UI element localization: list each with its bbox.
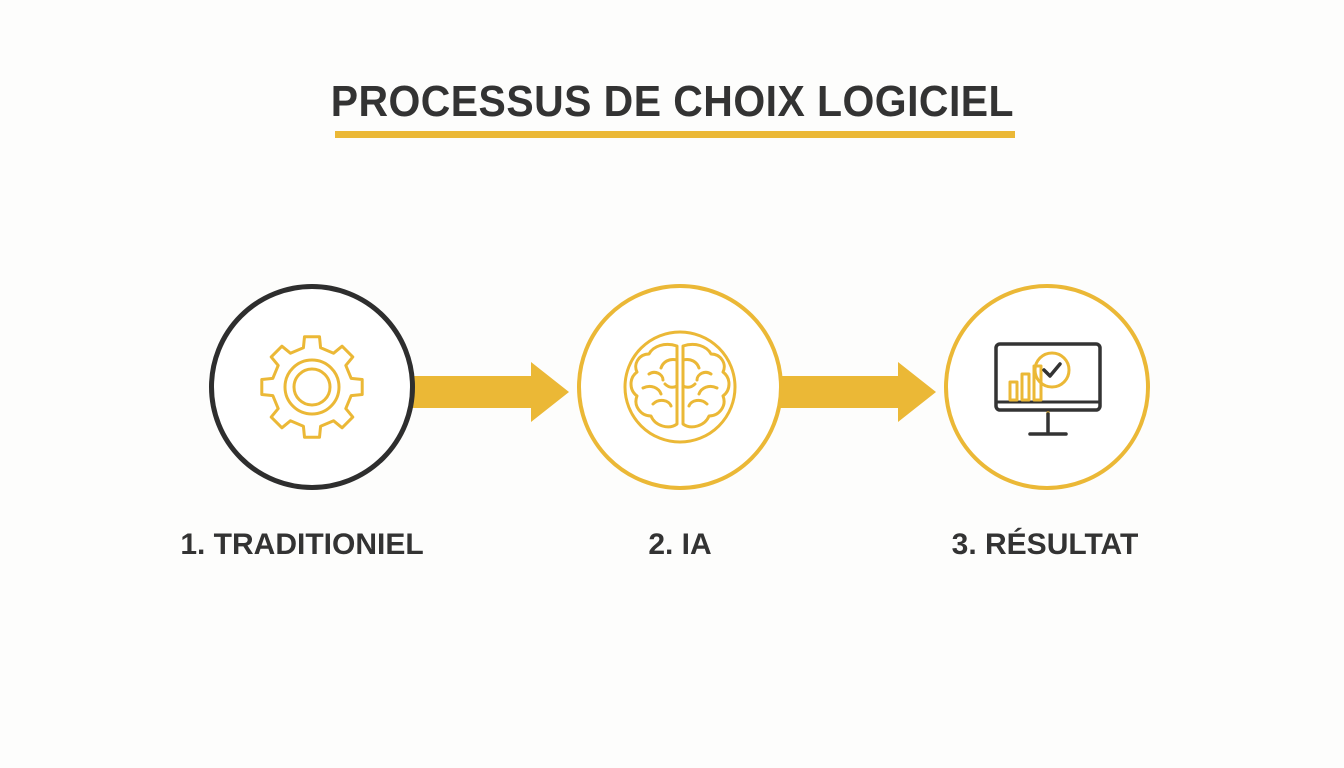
step-3-node — [944, 284, 1150, 490]
step-2-node — [577, 284, 783, 490]
diagram-title: PROCESSUS DE CHOIX LOGICIEL — [330, 77, 1014, 126]
gear-icon — [260, 335, 364, 439]
step-1-label: 1. TRADITIONIEL — [180, 528, 424, 561]
step-1-node — [209, 284, 415, 490]
title-underline — [335, 131, 1015, 138]
monitor-check-icon — [994, 342, 1102, 436]
title-container: PROCESSUS DE CHOIX LOGICIEL — [0, 80, 1344, 124]
arrow-1-to-2 — [405, 362, 569, 422]
arrow-2-to-3 — [772, 362, 936, 422]
step-3-label: 3. RÉSULTAT — [951, 528, 1139, 561]
step-2-label: 2. IA — [648, 528, 712, 561]
brain-icon — [623, 330, 737, 444]
